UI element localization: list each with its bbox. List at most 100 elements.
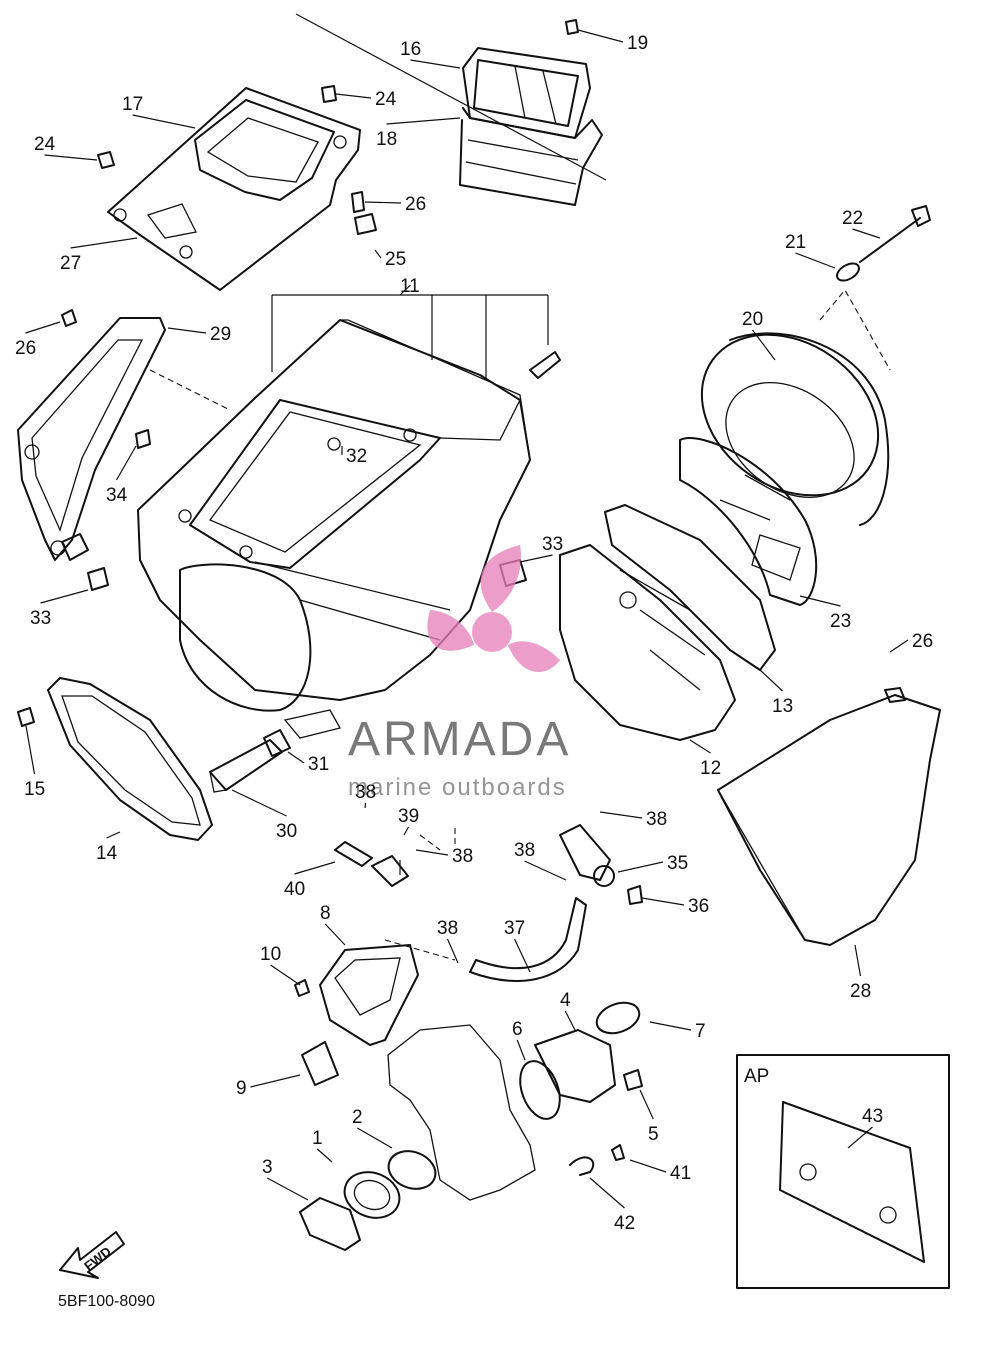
gasket-part-14	[47, 677, 213, 841]
callout-c25: 25	[374, 249, 406, 270]
callout-number: 9	[236, 1078, 247, 1099]
callout-number: 25	[385, 249, 406, 270]
carburetor-outline	[387, 1024, 536, 1201]
callout-c24a: 24	[335, 89, 397, 110]
leader-line	[854, 944, 862, 977]
leader-line	[324, 923, 346, 946]
callout-number: 31	[308, 754, 329, 775]
callout-number: 13	[772, 696, 793, 717]
leader-line	[70, 237, 138, 249]
leader-line	[795, 252, 836, 269]
intake-joint-part-1-3	[299, 1150, 437, 1251]
callout-number: 42	[614, 1213, 635, 1234]
leader-line	[115, 445, 137, 481]
leader-line	[335, 93, 372, 99]
callout-c3: 3	[262, 1157, 309, 1201]
leader-line	[689, 739, 711, 754]
leader-line	[287, 751, 305, 764]
leader-line	[759, 669, 783, 692]
leader-line	[852, 228, 881, 239]
air-filter-part-20-23	[679, 332, 890, 606]
leader-line	[167, 327, 207, 334]
callout-c33a: 33	[519, 534, 563, 563]
callout-c22: 22	[842, 208, 881, 239]
leader-line	[599, 811, 643, 819]
callout-number: 43	[862, 1106, 883, 1127]
callout-c23: 23	[799, 595, 851, 632]
leader-line	[629, 1159, 667, 1173]
hose-part-37	[469, 897, 587, 982]
leader-line	[374, 249, 382, 259]
callout-c38d: 38	[514, 840, 567, 881]
callout-number: 6	[512, 1019, 523, 1040]
callout-number: 33	[30, 608, 51, 629]
leader-line	[270, 964, 301, 986]
leader-line	[364, 802, 367, 809]
callout-c33b: 33	[30, 589, 89, 629]
leader-line	[386, 117, 461, 125]
ap-inset: AP	[736, 1054, 950, 1289]
callout-c21: 21	[785, 232, 836, 269]
leader-line	[25, 725, 36, 775]
callout-number: 24	[34, 134, 56, 155]
ap-label: AP	[744, 1066, 769, 1087]
callout-c29: 29	[167, 324, 231, 345]
leader-line	[639, 1089, 654, 1120]
callout-c38e: 38	[437, 918, 459, 964]
callout-number: 19	[627, 33, 648, 54]
callout-c35: 35	[617, 853, 688, 874]
callout-c42: 42	[589, 1177, 635, 1234]
leader-line	[799, 595, 841, 607]
connectors-part-38-40	[334, 841, 409, 887]
callout-c19: 19	[577, 29, 648, 54]
callout-c6: 6	[512, 1019, 526, 1061]
callout-c1: 1	[312, 1128, 333, 1163]
leader-line	[847, 1126, 873, 1149]
valve-part-35-36	[559, 824, 643, 905]
leader-line	[649, 1021, 692, 1031]
callout-c37: 37	[504, 918, 531, 973]
callout-number: 17	[122, 94, 143, 115]
callout-number: 2	[352, 1107, 363, 1128]
callout-c8: 8	[320, 903, 346, 946]
callout-c10: 10	[260, 944, 301, 986]
callout-c4: 4	[560, 990, 576, 1031]
callout-c26a: 26	[364, 194, 426, 215]
callout-number: 14	[96, 843, 118, 864]
callout-c5: 5	[639, 1089, 659, 1145]
callout-number: 1	[312, 1128, 323, 1149]
callout-number: 18	[376, 129, 397, 150]
side-bracket-part-29	[17, 317, 166, 561]
callout-number: 3	[262, 1157, 273, 1178]
fwd-label: FWD	[81, 1244, 114, 1274]
callout-number: 29	[210, 324, 231, 345]
leader-line	[399, 284, 411, 296]
leader-line	[106, 831, 121, 839]
drain-tube-part-30-31	[209, 729, 291, 793]
leader-line	[316, 1148, 333, 1163]
part-code: 5BF100-8090	[58, 1293, 155, 1310]
callout-c15: 15	[24, 725, 45, 800]
callout-number: 15	[24, 779, 45, 800]
leader-line	[415, 849, 449, 856]
leader-line	[403, 826, 410, 836]
leader-line	[356, 1127, 393, 1149]
callout-c28: 28	[850, 944, 871, 1002]
leader-line	[364, 201, 402, 204]
callout-c14: 14	[96, 831, 121, 864]
callout-number: 20	[742, 309, 763, 330]
filter-lid-part-17-27	[107, 87, 361, 291]
callout-number: 39	[398, 806, 419, 827]
callout-c26c: 26	[889, 631, 933, 653]
callout-number: 38	[437, 918, 458, 939]
leader-line	[524, 860, 567, 881]
intake-duct-part-16-18	[295, 13, 607, 206]
callout-c38c: 38	[415, 846, 473, 867]
callout-number: 34	[106, 485, 128, 506]
leader-line	[577, 29, 624, 43]
leader-line	[446, 938, 459, 964]
callout-number: 26	[912, 631, 933, 652]
callout-number: 41	[670, 1163, 691, 1184]
callout-number: 37	[504, 918, 525, 939]
